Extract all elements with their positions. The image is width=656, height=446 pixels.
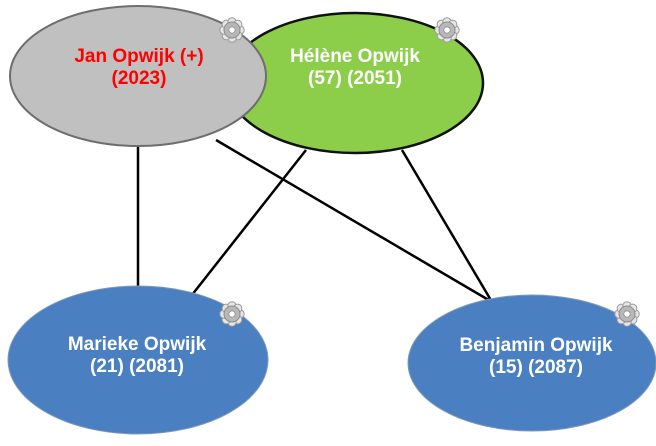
- gear-icon[interactable]: [434, 17, 460, 43]
- gear-icon[interactable]: [219, 17, 245, 43]
- node-marieke-ellipse: [7, 285, 269, 435]
- node-helene-opwijk[interactable]: Hélène Opwijk (57) (2051): [225, 11, 485, 155]
- gear-icon[interactable]: [614, 301, 640, 327]
- gear-icon[interactable]: [219, 301, 245, 327]
- node-benjamin-name: Benjamin Opwijk: [459, 335, 613, 356]
- node-jan-info: (2023): [112, 68, 167, 89]
- gear-icons: [219, 17, 640, 327]
- node-jan-name: Jan Opwijk (+): [74, 46, 203, 67]
- node-jan-opwijk[interactable]: Jan Opwijk (+) (2023): [9, 5, 267, 147]
- node-benjamin-ellipse: [407, 294, 656, 432]
- relation-line-helene-marieke: [187, 149, 307, 301]
- node-benjamin-info: (15) (2087): [489, 357, 583, 378]
- relation-lines: [136, 138, 494, 304]
- node-benjamin-opwijk[interactable]: Benjamin Opwijk (15) (2087): [407, 294, 656, 432]
- node-marieke-info: (21) (2081): [90, 356, 184, 377]
- relation-line-helene-benjamin: [400, 149, 494, 303]
- node-marieke-name: Marieke Opwijk: [68, 334, 207, 355]
- node-jan-ellipse: [9, 5, 267, 147]
- relation-line-jan-benjamin: [215, 138, 493, 304]
- node-marieke-opwijk[interactable]: Marieke Opwijk (21) (2081): [7, 285, 269, 435]
- node-helene-name: Hélène Opwijk: [290, 46, 420, 67]
- node-helene-info: (57) (2051): [308, 68, 402, 89]
